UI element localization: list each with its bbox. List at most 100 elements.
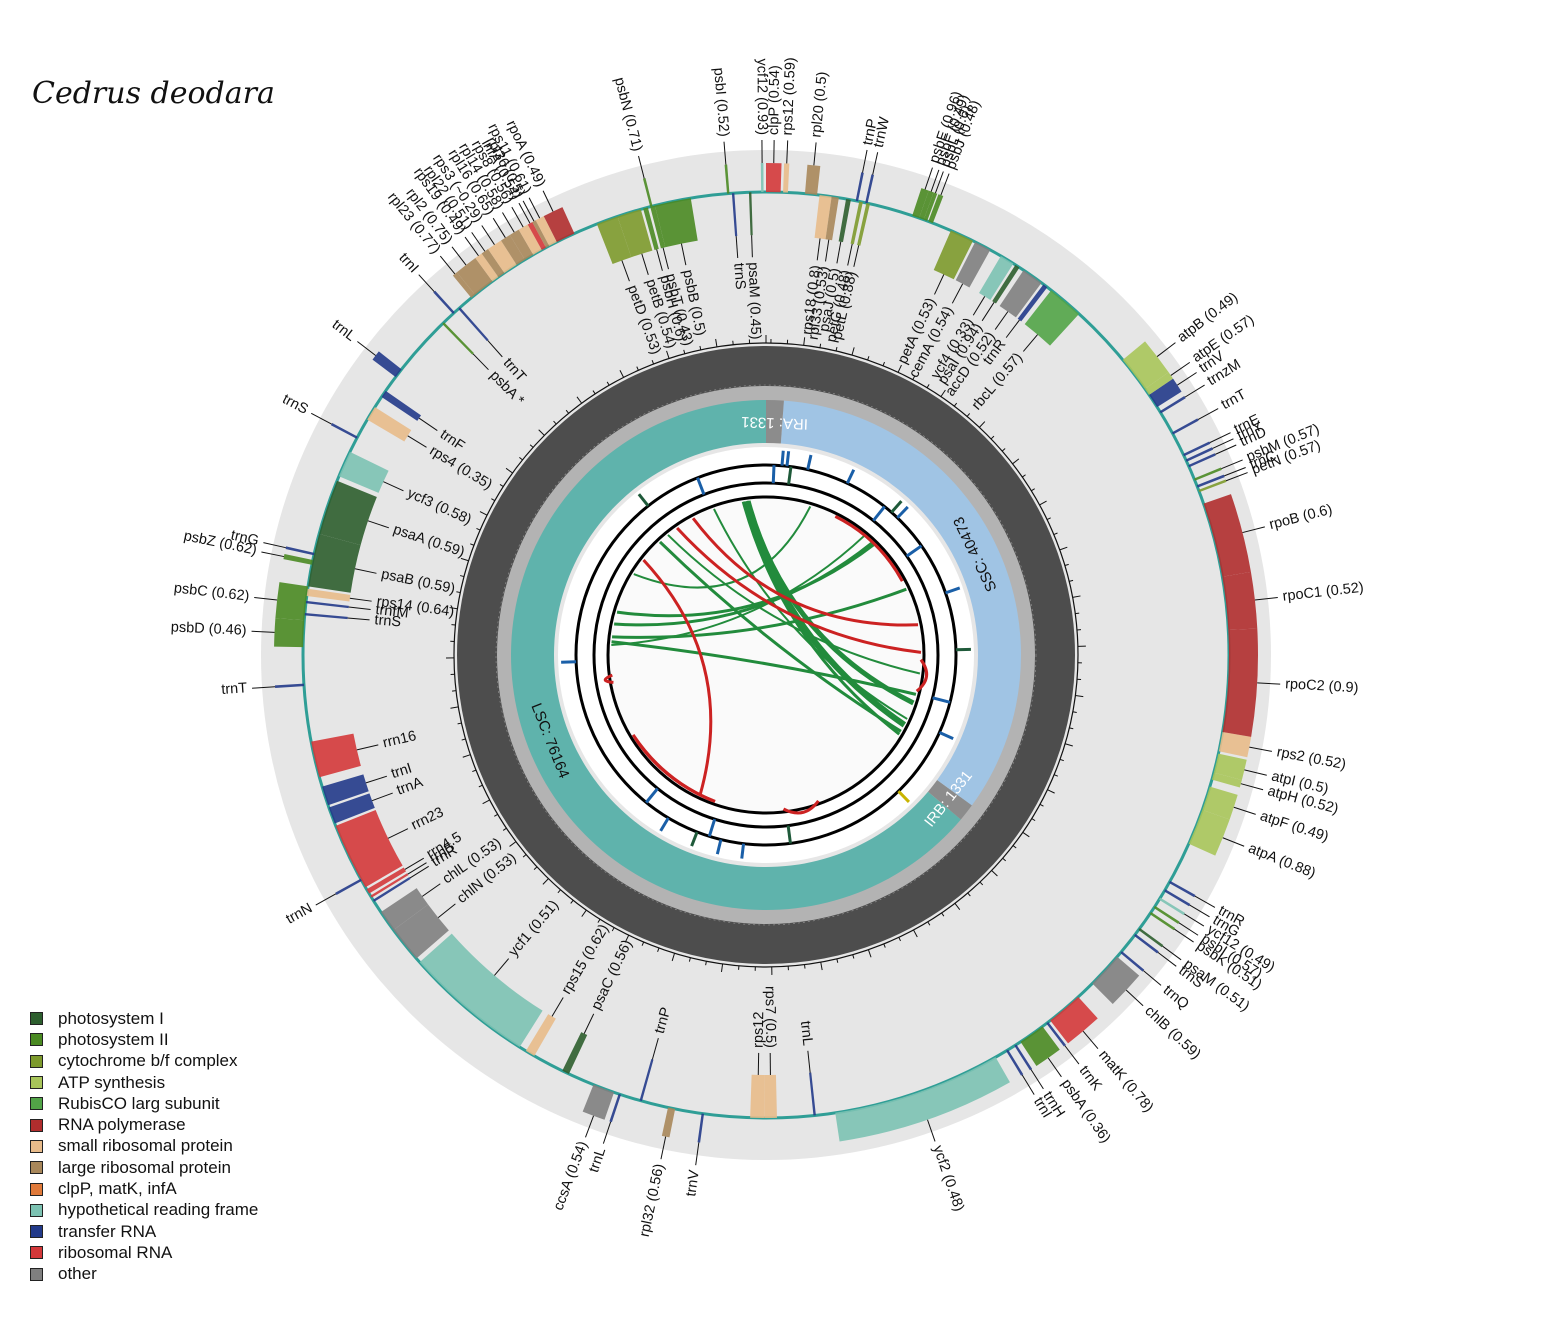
gene-label: matK (0.78) [1095,1047,1156,1115]
gene-box [338,451,389,493]
gene-label: psbN (0.71) [611,76,645,153]
label-leader [585,1115,595,1138]
label-leader [261,551,285,558]
repeat-mark [806,454,813,470]
gene-box [319,480,377,546]
tick-mark [927,921,931,926]
label-leader [602,1121,612,1144]
label-leader [1212,438,1234,449]
label-leader [786,140,789,164]
tick-mark [882,361,885,366]
gene-label: rps7 (0.5) [762,986,779,1048]
label-leader [511,206,524,228]
gene-label: trnT [221,680,248,698]
legend-swatch [30,1182,43,1196]
repeat-mark [905,544,923,558]
gene-box [643,207,659,251]
tick-mark [979,881,984,886]
repeat-ring-outer [574,463,958,847]
gene-box [750,1074,765,1118]
tick-mark [1039,500,1047,506]
tick-mark [898,937,901,942]
tick-mark [476,527,481,531]
repeat-mark [897,790,911,803]
label-leader [487,340,503,358]
tick-mark [1059,758,1064,762]
gene-box [1218,732,1252,758]
label-leader [356,744,379,751]
tick-mark [897,364,902,373]
gene-box [804,164,821,195]
gene-label: trnI [389,761,414,783]
label-leader [1125,989,1144,1007]
gene-box [372,877,411,902]
label-leader [407,862,427,875]
label-leader [1244,769,1267,776]
repeat-chord [611,640,917,696]
repeat-chord [782,799,820,815]
legend-item: transfer RNA [30,1221,258,1242]
tick-mark [1053,532,1058,536]
gene-box [433,290,455,314]
gene-box [1194,467,1222,481]
label-leader [1162,945,1182,961]
gene-label: trnW [871,115,893,149]
label-leader [1240,783,1264,791]
tick-mark [581,909,587,917]
gene-box [748,192,753,236]
gene-box [1188,809,1230,856]
gene-box [661,1107,676,1138]
tick-mark [1064,743,1073,747]
repeat-mark [645,787,659,804]
repeat-mark [932,696,951,704]
repeat-mark [637,493,650,507]
tick-mark [1075,695,1084,698]
gene-box [850,201,863,245]
tick-mark [651,360,655,365]
repeat-mark [787,466,793,485]
gene-box [393,904,449,959]
legend-swatch [30,1012,43,1026]
gene-label: trnfM [375,602,410,622]
legend-label: large ribosomal protein [58,1157,231,1177]
legend-swatch [30,1267,43,1281]
repeat-chord [915,658,929,693]
label-leader [451,246,467,266]
gene-box [304,612,348,620]
gene-box [1202,786,1238,820]
tick-mark [1031,488,1035,492]
tick-mark [819,343,822,348]
gene-box [1050,996,1098,1044]
gene-label: trnS [280,391,311,418]
tick-mark [913,929,918,938]
repeat-mark [707,818,717,837]
repeat-ring-middle [592,481,940,829]
label-leader [940,173,950,196]
gene-box [1149,378,1182,408]
tick-mark [1069,727,1074,730]
label-leader [1184,384,1205,398]
legend-swatch [30,1225,43,1239]
gene-box [596,216,632,265]
gene-box [367,407,412,442]
gene-box [330,422,358,439]
label-leader [252,686,276,689]
label-leader [1224,467,1246,477]
legend-item: ribosomal RNA [30,1242,258,1263]
label-leader [1194,895,1216,908]
gene-box [322,774,369,806]
repeat-mark [740,843,746,859]
tick-mark [461,738,466,741]
gene-box [933,230,973,280]
tick-mark [522,854,527,858]
label-leader [1225,472,1248,482]
label-leader [862,149,868,173]
tick-mark [482,799,490,805]
gene-box [724,164,730,194]
legend-swatch [30,1203,43,1217]
label-leader [349,597,372,602]
tick-mark [538,429,545,436]
gene-box [419,933,543,1048]
gene-box [381,390,422,421]
label-leader [924,167,933,190]
